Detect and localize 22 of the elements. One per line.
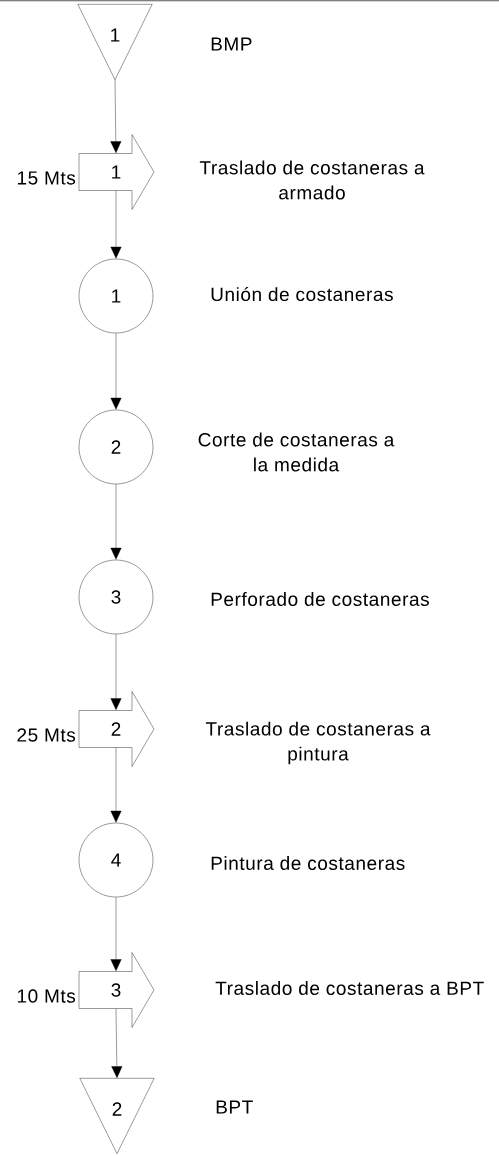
step-description: Traslado de costaneras a armado [199, 160, 425, 200]
arrow [110, 79, 122, 154]
step-description: Perforado de costaneras [211, 592, 429, 606]
arrow [110, 747, 122, 823]
step-description: Pintura de costaneras [211, 856, 405, 870]
distance-label: 10 Mts [17, 989, 76, 1003]
step-description: Corte de costaneras a la medida [198, 432, 395, 472]
step-description: Unión de costaneras [211, 286, 393, 302]
arrow [110, 634, 122, 711]
step-description: Traslado de costaneras a BPT [215, 981, 484, 995]
arrow [110, 190, 122, 259]
step-description: BPT [216, 1100, 253, 1114]
arrow [110, 484, 122, 560]
arrow [111, 1008, 123, 1079]
arrow [110, 333, 122, 410]
distance-label: 25 Mts [17, 728, 76, 742]
step-description: BMP [211, 37, 252, 51]
distance-label: 15 Mts [17, 171, 76, 185]
storage-triangle: 1 [77, 4, 153, 80]
storage-triangle: 2 [79, 1078, 155, 1154]
arrow [110, 897, 122, 972]
step-description: Traslado de costaneras a pintura [205, 721, 431, 765]
